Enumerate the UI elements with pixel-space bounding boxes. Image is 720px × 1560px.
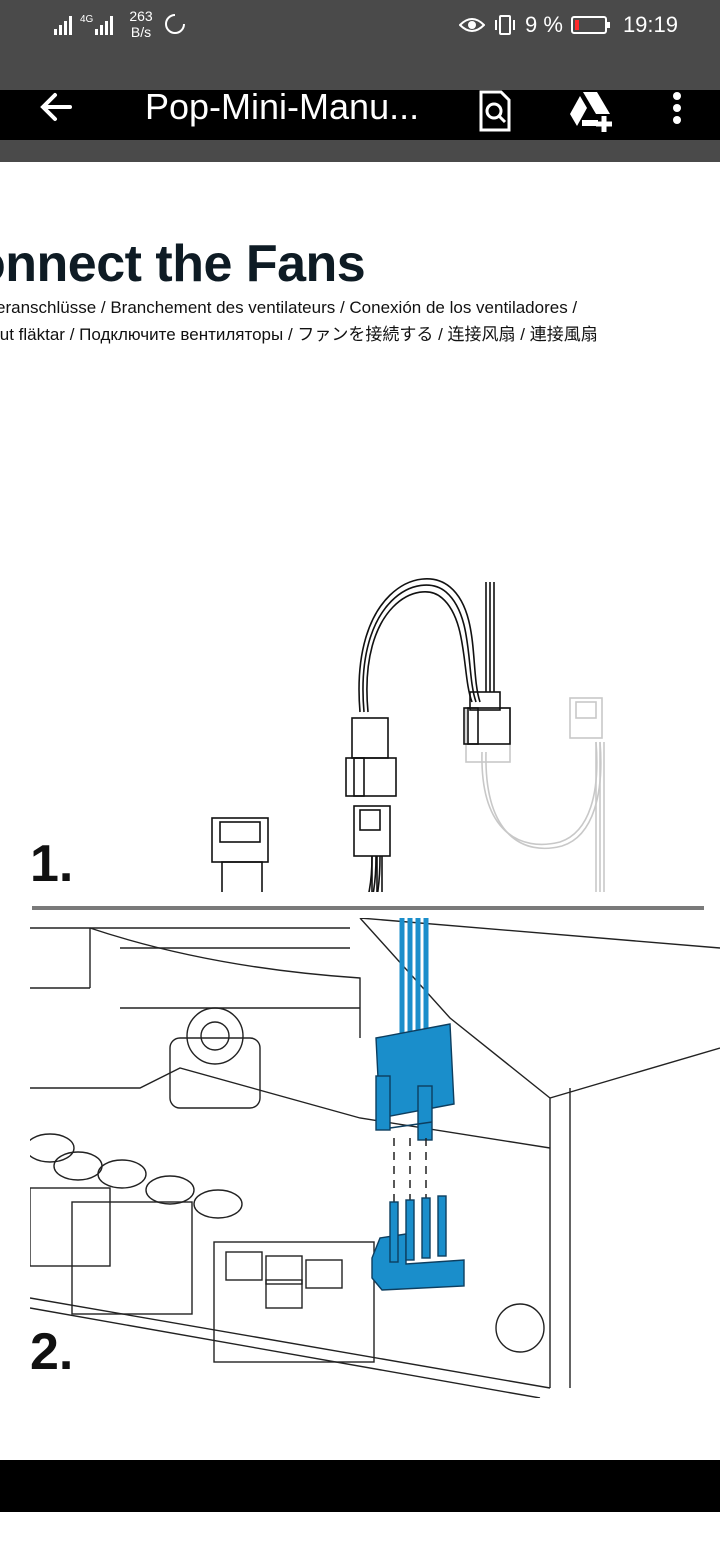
more-options-button[interactable] bbox=[652, 90, 702, 140]
motherboard-header-illustration bbox=[30, 918, 720, 1398]
battery-icon bbox=[570, 16, 610, 34]
net-speed-value: 263 bbox=[129, 8, 153, 24]
page-heading: onnect the Fans bbox=[0, 235, 366, 293]
status-right: 9 % 19:19 bbox=[459, 12, 678, 38]
document-page[interactable]: onnect the Fans eranschlüsse / Brancheme… bbox=[0, 162, 720, 1460]
subtitle-line-1: eranschlüsse / Branchement des ventilate… bbox=[0, 298, 578, 317]
drive-add-icon bbox=[570, 92, 612, 132]
net-speed-unit: B/s bbox=[130, 24, 152, 40]
navigation-area bbox=[0, 1512, 720, 1560]
battery-percent: 9 % bbox=[525, 12, 563, 37]
eye-icon bbox=[459, 18, 486, 32]
status-bar: 4G 263 B/s 9 % 19:19 bbox=[0, 0, 720, 90]
back-arrow-icon bbox=[40, 93, 72, 121]
net-speed: 263 B/s bbox=[129, 8, 152, 40]
back-button[interactable] bbox=[36, 90, 76, 140]
toolbar-shadow-bar bbox=[0, 140, 720, 162]
vibrate-icon bbox=[495, 15, 516, 35]
status-bar-row: 4G 263 B/s 9 % 19:19 bbox=[0, 0, 720, 52]
step-divider bbox=[32, 906, 704, 910]
more-vert-icon bbox=[673, 92, 681, 124]
fan-splitter-illustration bbox=[211, 578, 605, 892]
network-type: 4G bbox=[80, 13, 94, 25]
signal-4g-icon bbox=[95, 16, 114, 35]
drive-add-button[interactable] bbox=[566, 90, 616, 140]
search-document-button[interactable] bbox=[470, 90, 520, 140]
step-2-label: 2. bbox=[30, 1323, 74, 1381]
sync-icon bbox=[164, 14, 185, 34]
clock: 19:19 bbox=[622, 12, 678, 37]
subtitle-line-2: lut fläktar / Подключите вентиляторы / フ… bbox=[0, 325, 598, 344]
document-title: Pop-Mini-Manu... bbox=[145, 86, 420, 127]
search-document-icon bbox=[479, 90, 511, 132]
step-1-label: 1. bbox=[30, 835, 74, 893]
status-left: 4G 263 B/s bbox=[52, 8, 187, 40]
signal-icon bbox=[54, 16, 72, 35]
bottom-bar bbox=[0, 1460, 720, 1512]
app-toolbar: Pop-Mini-Manu... bbox=[0, 86, 720, 140]
